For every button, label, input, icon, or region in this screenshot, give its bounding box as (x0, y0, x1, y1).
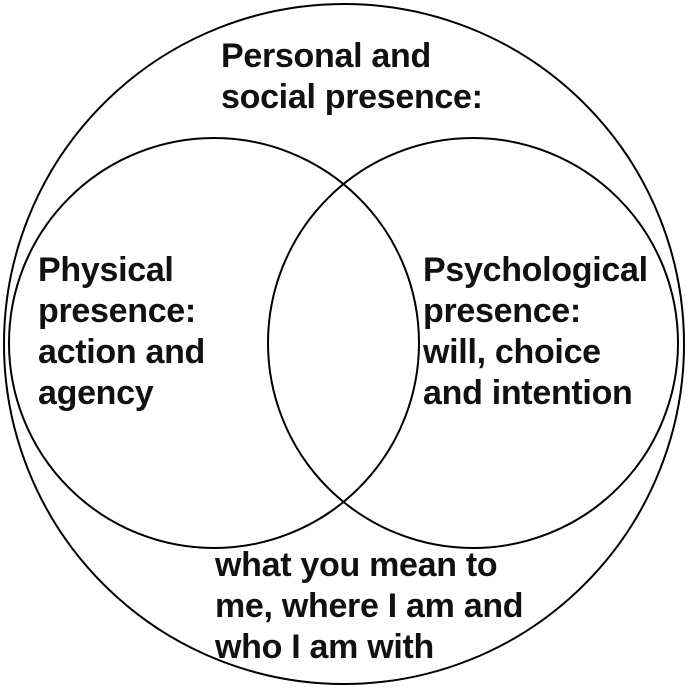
right-circle-label: Psychological presence: will, choice and… (423, 250, 648, 414)
left-circle-physical-presence (8, 137, 420, 549)
outer-circle-top-label-line: Personal and (221, 37, 431, 75)
right-circle-label-line: Psychological (423, 251, 648, 289)
left-circle-label-line: presence: (38, 292, 196, 330)
left-circle-label: Physical presence: action and agency (38, 250, 205, 414)
right-circle-psychological-presence (267, 137, 679, 549)
right-circle-label-line: presence: (423, 292, 581, 330)
left-circle-label-line: agency (38, 374, 154, 412)
outer-circle-bottom-label-line: me, where I am and (215, 587, 524, 625)
outer-circle-top-label: Personal and social presence: (221, 36, 483, 118)
right-circle-label-line: will, choice (423, 333, 601, 371)
outer-circle-bottom-label: what you mean to me, where I am and who … (215, 545, 524, 668)
right-circle-label-line: and intention (423, 374, 633, 412)
outer-circle-bottom-label-line: what you mean to (215, 546, 498, 584)
left-circle-label-line: action and (38, 333, 206, 371)
left-circle-label-line: Physical (38, 251, 174, 289)
outer-circle-top-label-line: social presence: (221, 78, 483, 116)
outer-circle-bottom-label-line: who I am with (215, 628, 434, 666)
outer-circle-personal-social-presence (3, 3, 685, 685)
